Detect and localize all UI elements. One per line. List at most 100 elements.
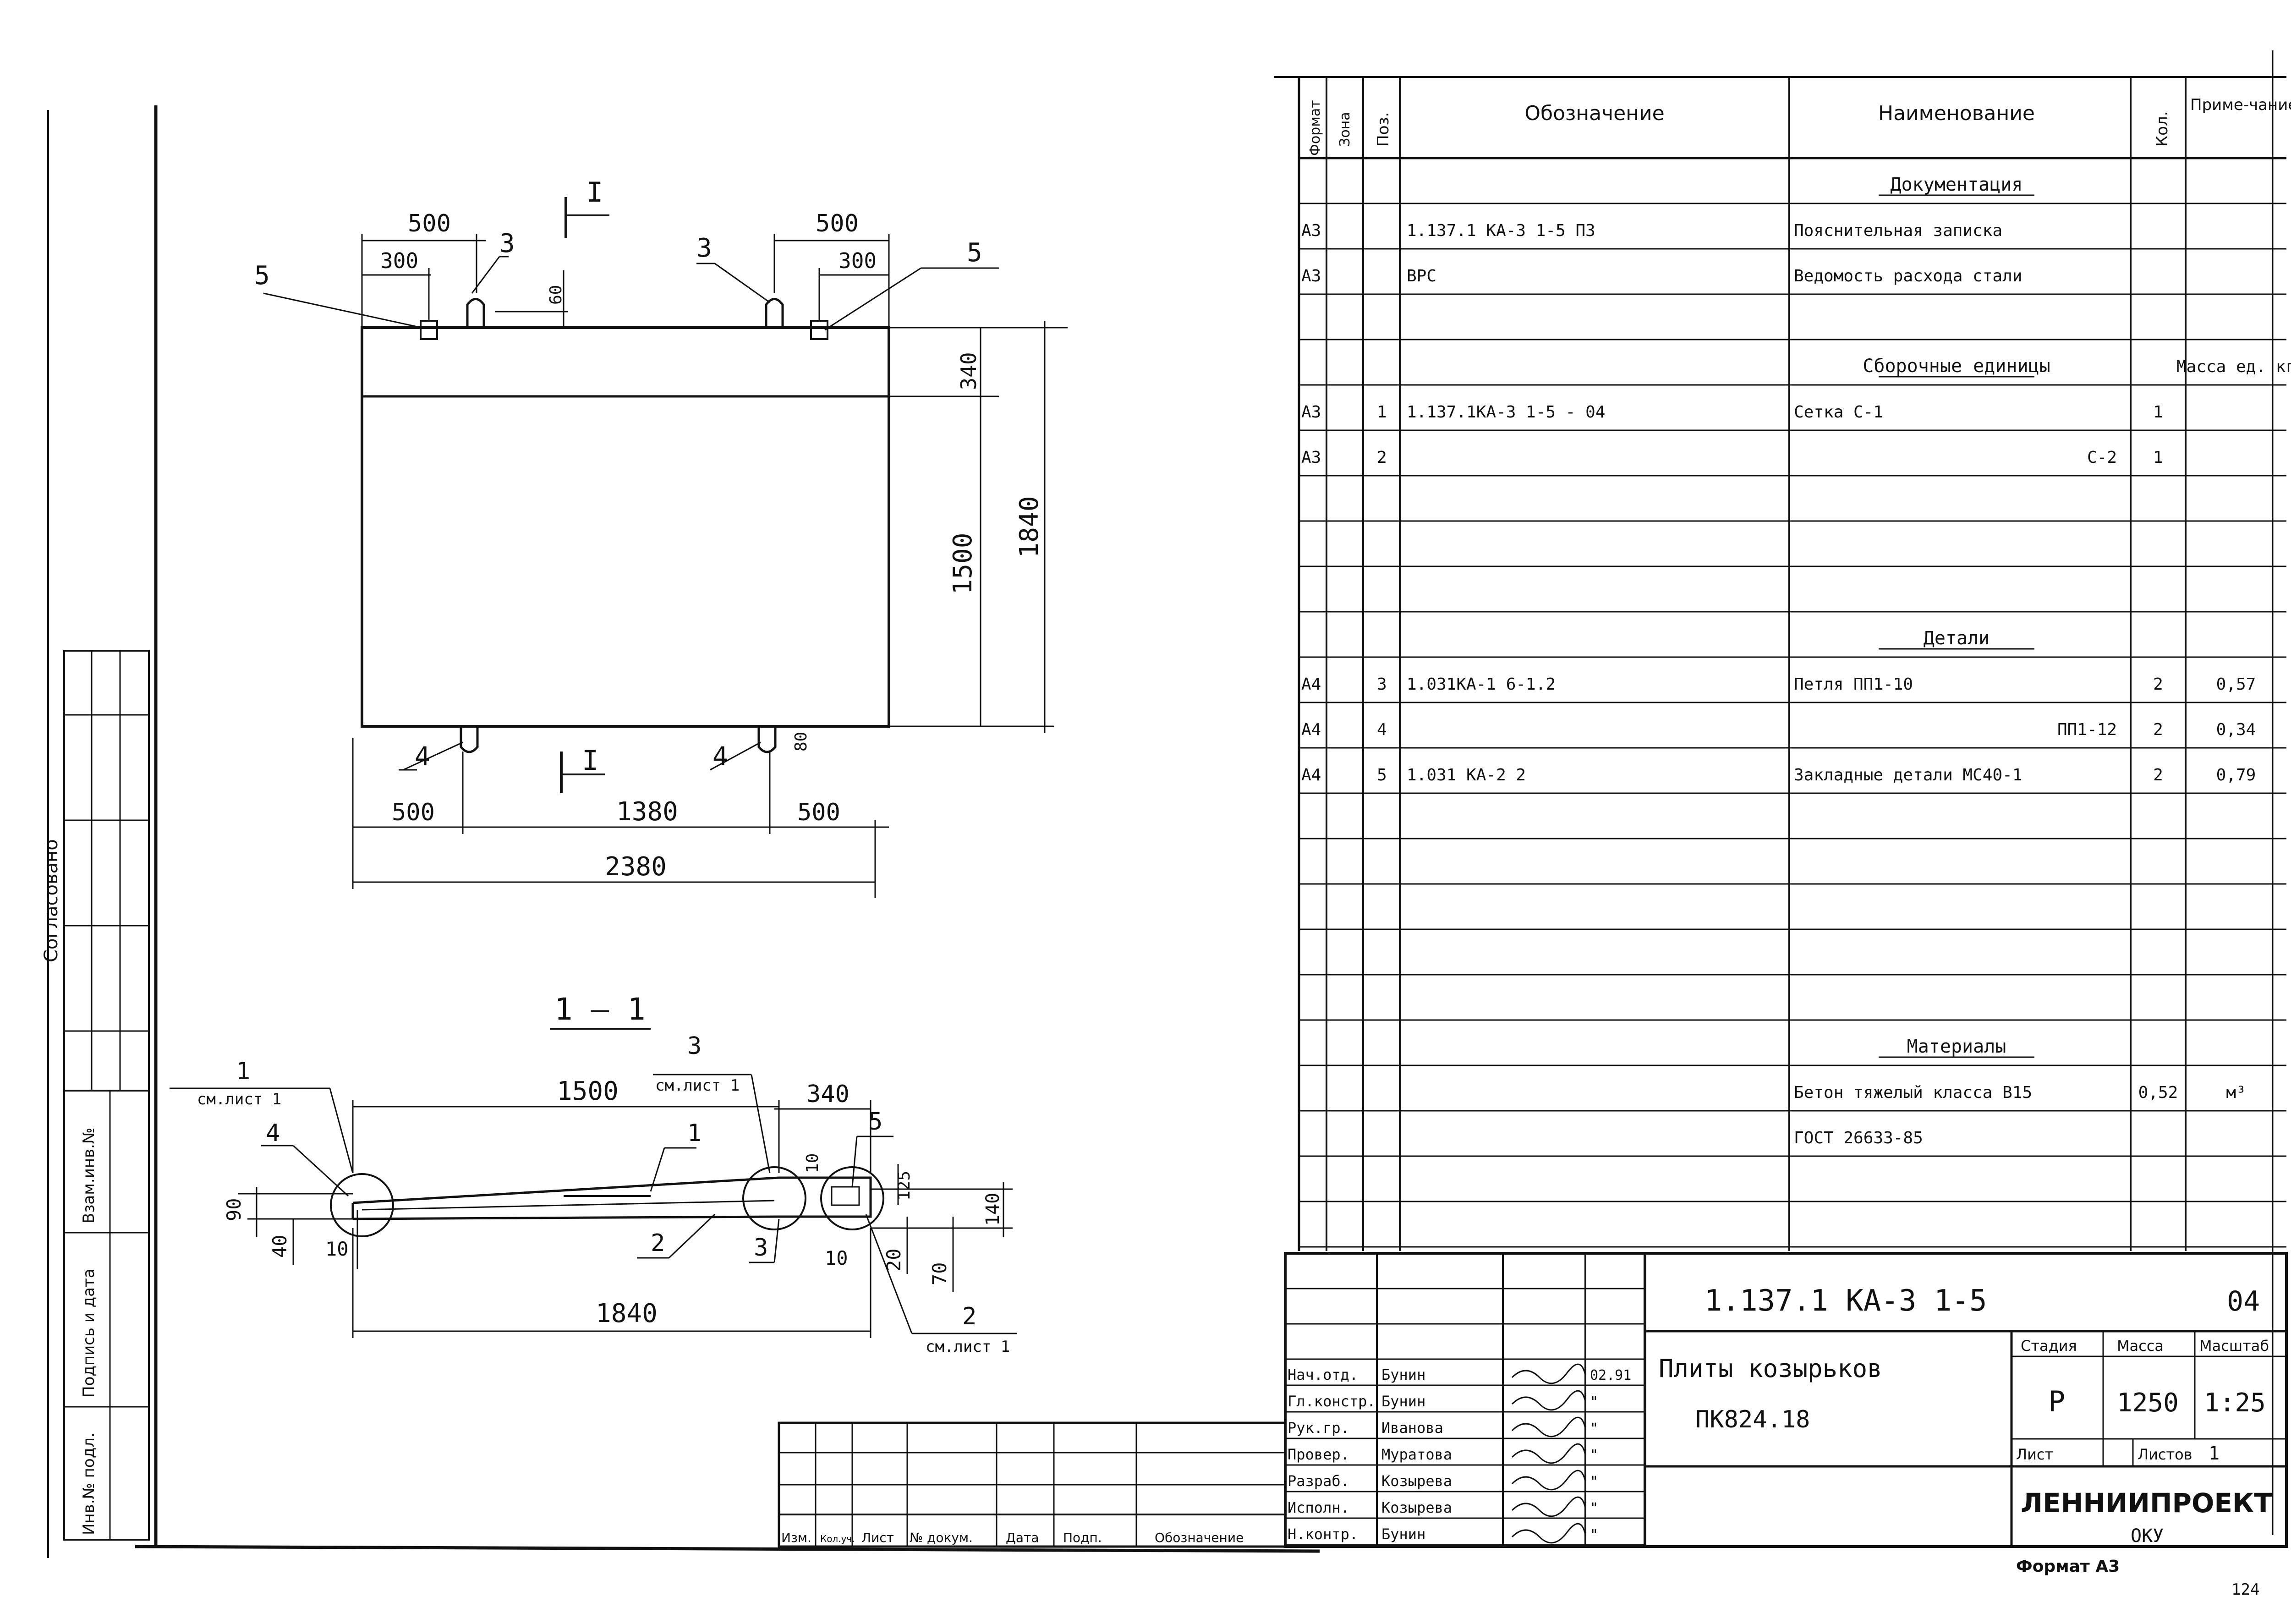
sig-name: Муратова [1381,1446,1452,1463]
spec-cell-format: А3 [1301,267,1321,285]
sig-role: Исполн. [1288,1499,1349,1516]
sec-callout-5: 5 [868,1108,882,1136]
sig-date: 02.91 [1590,1367,1631,1383]
sheet-label: Лист [2016,1446,2053,1463]
hdr-designation: Обозначение [1524,102,1664,125]
dim-right-small: 60 [547,285,565,305]
page-number: 124 [2231,1580,2259,1599]
sec-dim-70: 70 [928,1262,951,1285]
mass-label: Масса [2117,1337,2164,1355]
spec-cell-note: 0,79 [2216,766,2256,785]
signature-row: Провер. Муратова " [1288,1443,1598,1464]
plan-callout-3-right: 3 [696,233,712,263]
sec-dim-40: 40 [269,1234,291,1258]
spec-cell-designation: 1.031КА-1 6-1.2 [1407,675,1556,694]
soglasovano-label: Согласовано [41,839,62,962]
dim-bottom-500-right: 500 [797,799,840,826]
dim-bottom-2380: 2380 [605,852,667,882]
vzam-inv-label: Взам.инв.№ [80,1128,98,1223]
sig-date: " [1590,1421,1598,1437]
plan-callout-4-right: 4 [713,742,728,772]
spec-cell-qty: 0,52 [2138,1083,2178,1102]
spec-cell-name: С-2 [2087,448,2117,467]
sec-dim-1500: 1500 [557,1076,619,1106]
spec-cell-name: Закладные детали МС40-1 [1794,766,2022,785]
dim-right-1500: 1500 [948,533,978,595]
spec-cell-qty: 2 [2153,720,2163,739]
scale-value: 1:25 [2204,1388,2266,1418]
spec-cell-format: А4 [1301,720,1321,739]
sig-name: Бунин [1381,1393,1425,1410]
sec-dim-90: 90 [223,1198,245,1221]
spec-cell-note: 0,34 [2216,720,2256,739]
plan-callout-5-left: 5 [254,261,270,291]
sec-dim-20: 20 [882,1248,905,1272]
format-label: Формат А3 [2016,1557,2120,1576]
signature-scribble [1511,1363,1586,1384]
sec-dim-125: 125 [895,1171,914,1201]
title-line2: ПК824.18 [1695,1406,1810,1433]
sig-date: " [1590,1447,1598,1463]
sec-callout-2-low: 2 [962,1303,976,1330]
sec-callout-3-top-sub: см.лист 1 [655,1076,740,1095]
spec-cell-name: Сетка С-1 [1794,403,1883,422]
section-mark-bottom: I [582,745,598,777]
doc-code: 1.137.1 КА-3 1-5 [1705,1284,1987,1318]
mass-value: 1250 [2117,1388,2179,1418]
signature-scribble [1511,1523,1586,1544]
sec-callout-4: 4 [266,1119,280,1147]
signature-row: Гл.констр. Бунин " [1288,1390,1598,1411]
rev-ndoc: № докум. [910,1530,973,1545]
spec-cell-pos: 1 [1377,403,1387,422]
spec-row: Материалы [1879,1036,2034,1058]
sec-dim-140: 140 [982,1193,1003,1226]
sec-dim-1840: 1840 [596,1299,658,1328]
rev-date: Дата [1006,1530,1039,1545]
sec-callout-1-top-sub: см.лист 1 [197,1090,281,1108]
spec-cell-name: Детали [1924,628,1990,649]
spec-cell-designation: 1.137.1КА-3 1-5 - 04 [1407,403,1605,422]
signature-scribble [1511,1390,1586,1411]
spec-cell-qty: 2 [2153,766,2163,785]
signature-scribble [1511,1416,1586,1437]
hdr-name: Наименование [1878,102,2035,125]
sig-role: Провер. [1288,1446,1349,1463]
section-title: 1 — 1 [554,992,646,1027]
signature-scribble [1511,1470,1586,1491]
signature-scribble [1511,1443,1586,1464]
spec-cell-name: ГОСТ 26633-85 [1794,1129,1923,1147]
sig-role: Гл.констр. [1288,1393,1376,1410]
spec-row: ГОСТ 26633-85 [1794,1129,1923,1147]
sig-name: Бунин [1381,1366,1425,1383]
sec-callout-3-low: 3 [754,1234,768,1262]
hdr-pos: Поз. [1374,112,1392,147]
dim-bottom-500-left: 500 [392,799,435,826]
sig-date: " [1590,1394,1598,1410]
spec-cell-format: А4 [1301,675,1321,694]
section-view: 1 — 1 1500 340 1 см.лист 1 4 3 см.лист 1 [170,992,1017,1356]
signature-row: Разраб.Козырева" [1288,1470,1598,1491]
spec-row: Документация [1879,174,2034,196]
spec-cell-pos: 3 [1377,675,1387,694]
spec-cell-format: А3 [1301,403,1321,422]
sig-date: " [1590,1500,1598,1516]
spec-cell-name: Сборочные единицы [1863,356,2050,377]
spec-cell-name: Ведомость расхода стали [1794,267,2022,285]
sig-date: " [1590,1474,1598,1490]
sec-callout-3-top: 3 [687,1032,702,1060]
spec-cell-qty: 2 [2153,675,2163,694]
signature-row: Н.контр.Бунин" [1288,1523,1598,1544]
rev-podp: Подп. [1063,1530,1102,1545]
sig-role: Н.контр. [1288,1525,1358,1543]
sheets-count: 1 [2209,1443,2220,1464]
dim-top-left-300: 300 [380,248,418,273]
